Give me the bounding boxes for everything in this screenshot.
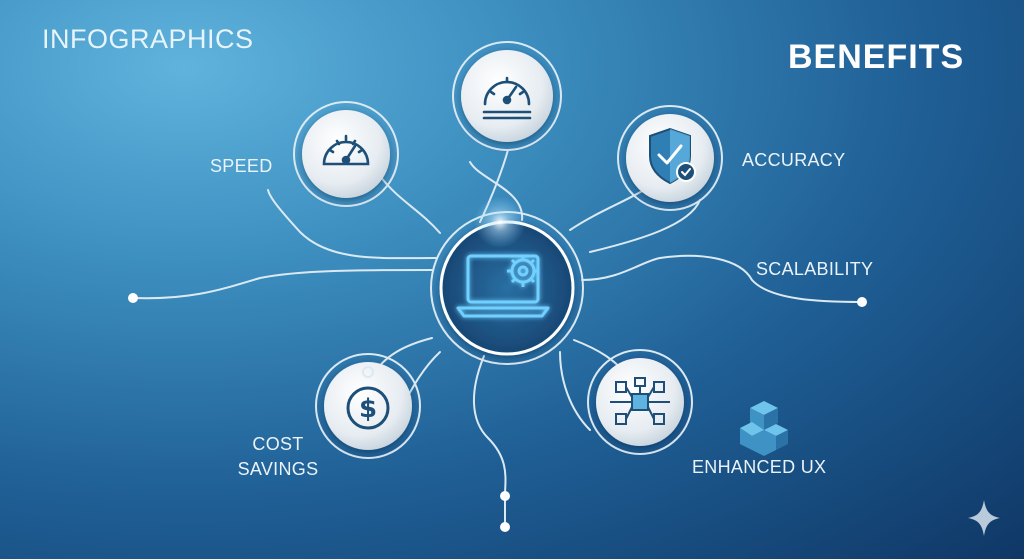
sparkle-icon xyxy=(968,500,1000,536)
speed-label: SPEED xyxy=(210,156,273,176)
connector-speed-tail xyxy=(267,189,437,260)
scalability-label: SCALABILITY xyxy=(756,259,874,279)
benefits-title: BENEFITS xyxy=(788,38,965,76)
node-speed xyxy=(293,101,399,207)
node-accuracy xyxy=(617,105,723,211)
connector-left-long xyxy=(132,269,433,300)
connector-accuracy-tail xyxy=(589,199,701,253)
end-dot-bottom-2 xyxy=(500,522,510,532)
end-dot-right xyxy=(857,297,867,307)
connector-accuracy xyxy=(569,184,653,231)
speedometer-lines-icon xyxy=(482,76,532,120)
cube-stack-icon xyxy=(740,401,788,456)
svg-text:$: $ xyxy=(359,394,377,424)
end-dot-bottom-1 xyxy=(500,491,510,501)
dollar-coin-icon: $ xyxy=(346,386,390,430)
enhanced-ux-label: ENHANCED UX xyxy=(692,457,827,477)
connector-bottom xyxy=(473,355,507,528)
infographics-title: INFOGRAPHICS xyxy=(42,24,254,54)
cost-label-line2: SAVINGS xyxy=(237,459,319,479)
cost-label-line1: COST xyxy=(252,434,304,454)
center-hub xyxy=(430,196,584,365)
laptop-gear-icon xyxy=(456,254,550,318)
connector-scal xyxy=(581,254,863,303)
cost-savings-label: COST SAVINGS xyxy=(228,432,328,482)
connector-speed xyxy=(379,175,441,234)
connector-lines xyxy=(132,149,863,528)
center-glow xyxy=(474,196,526,248)
accuracy-label: ACCURACY xyxy=(742,150,846,170)
connector-end-dots xyxy=(128,293,867,532)
node-cost-savings: $ xyxy=(315,353,421,459)
connector-ux-tail xyxy=(559,351,591,431)
end-dot-left xyxy=(128,293,138,303)
speedometer-icon xyxy=(322,134,370,166)
node-enhanced-ux xyxy=(587,349,693,455)
shield-check-icon xyxy=(649,127,696,185)
network-nodes-icon xyxy=(610,377,670,425)
node-performance xyxy=(452,41,562,151)
